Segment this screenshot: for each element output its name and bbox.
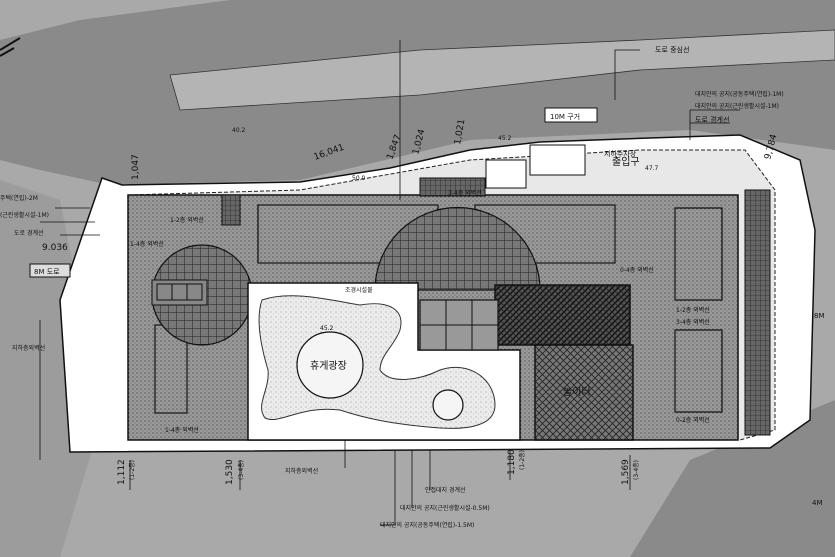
east-strip bbox=[744, 189, 771, 436]
bottom-dim-2: 1,530 bbox=[225, 459, 235, 485]
bottom-dim-4: 1,569 bbox=[621, 459, 631, 485]
bottom-setback-05-label: 대지안의 공지(근린생활시설-0.5M) bbox=[400, 504, 490, 512]
plaza-circle-center bbox=[374, 206, 541, 291]
floor-3-4-right-label: 3-4층 외벽선 bbox=[676, 318, 710, 326]
rest-area-label: 휴게광장 bbox=[310, 360, 347, 372]
elev-mid-label: 50.0 bbox=[352, 175, 366, 182]
entrance-structure bbox=[529, 144, 586, 176]
playground bbox=[534, 344, 634, 441]
floor-3-4-label: 3-4층 외벽선 bbox=[448, 189, 482, 197]
top-dim-1021: 1,021 bbox=[453, 118, 467, 145]
floor-1-4-label: 1-4층 외벽선 bbox=[130, 240, 164, 248]
road-center-label: 도로 중심선 bbox=[655, 45, 689, 54]
mid-elev-label: 45.2 bbox=[320, 325, 334, 332]
bottom-sub-3: (1-2층) bbox=[518, 450, 526, 470]
setback-neighborhood-label: 대지안의 공지(근린생활시설-1M) bbox=[695, 102, 779, 110]
leader-lines bbox=[39, 40, 740, 526]
elev-top-label: 40.2 bbox=[232, 127, 246, 134]
floor-1-2-right-label: 1-2층 외벽선 bbox=[676, 306, 710, 314]
road-10m-label: 10M 구거 bbox=[550, 112, 580, 121]
block-e1 bbox=[674, 207, 723, 301]
road-8m-label: 8M 도로 bbox=[34, 268, 60, 276]
left-dim-label: 9.036 bbox=[42, 243, 68, 253]
elev-top2-label: 45.2 bbox=[498, 135, 512, 142]
road-10m-box bbox=[544, 107, 598, 123]
left-road-boundary-label: 도로 경계선 bbox=[14, 229, 44, 237]
play-area-label: 놀이터 bbox=[563, 386, 591, 398]
setback-housing-label: 대지안의 공지(공동주택(연립)-1M) bbox=[695, 90, 784, 98]
bottom-adjacent-label: 인접대지 경계선 bbox=[425, 486, 466, 494]
road-8m-box bbox=[29, 263, 71, 278]
underground-label: 지하주차장 bbox=[604, 149, 637, 158]
north-strip bbox=[419, 177, 486, 197]
left-neighborhood-label: (근린생활시설-1M) bbox=[0, 211, 49, 219]
rest-plaza bbox=[296, 331, 364, 399]
bottom-sub-4: (3-4층) bbox=[632, 460, 640, 480]
block-e2 bbox=[674, 329, 723, 413]
road-boundary-top-label: 도로 경계선 bbox=[695, 115, 729, 124]
north-arrow bbox=[0, 37, 21, 57]
left-dim-1047: 1,047 bbox=[131, 154, 141, 180]
plaza-note-label: 조경시설물 bbox=[345, 286, 373, 294]
bottom-sub-2: (3-4층) bbox=[237, 460, 245, 480]
left-housing-label: 주택(연립)-2M bbox=[0, 194, 38, 202]
floor-0-4-label: 0-4층 외벽선 bbox=[620, 266, 654, 274]
right-8m-label: 8M bbox=[814, 312, 825, 320]
bottom-underground-label: 지하층외벽선 bbox=[285, 467, 318, 475]
floor-0-2-label: 0-2층 외벽선 bbox=[676, 416, 710, 424]
right-4m-label: 4M bbox=[812, 499, 823, 507]
round-bench bbox=[432, 389, 464, 421]
floor-1-2-label: 1-2층 외벽선 bbox=[170, 216, 204, 224]
west-strip bbox=[221, 194, 241, 226]
bottom-dim-3: 1,180 bbox=[507, 449, 517, 475]
guard-booth bbox=[485, 159, 527, 189]
bottom-setback-15-label: 대지안의 공지(공동주택(연립)-1.5M) bbox=[380, 521, 474, 529]
play-structure bbox=[494, 284, 631, 346]
canal bbox=[169, 29, 835, 111]
left-building-line-label: 지하층외벽선 bbox=[12, 344, 45, 352]
entrance-label: 출입구 bbox=[612, 155, 640, 168]
elev-right-label: 47.7 bbox=[645, 165, 659, 172]
bottom-dim-1: 1,112 bbox=[117, 459, 127, 485]
floor-1-4-bottom-label: 1-4층 외벽선 bbox=[165, 426, 199, 434]
bottom-sub-1: (1-2층) bbox=[128, 460, 136, 480]
